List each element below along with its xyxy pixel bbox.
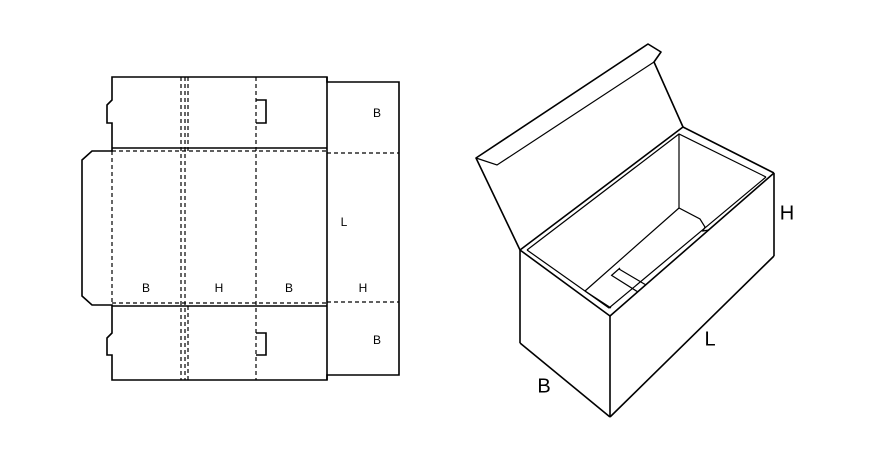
assembled-box: H L B xyxy=(475,43,794,418)
panel-label-h2: H xyxy=(359,281,368,295)
box-bottom-b-edge xyxy=(519,342,611,418)
panel-label-b2: B xyxy=(285,281,293,295)
box-bottom-l-edge xyxy=(609,255,775,418)
flat-outline xyxy=(81,76,400,381)
dimension-label-h: H xyxy=(780,202,794,224)
lock-tab-bottom xyxy=(256,332,267,356)
box-inner-floor xyxy=(584,207,710,292)
lid-front-lip xyxy=(475,61,655,166)
box-lid xyxy=(475,43,684,251)
side-label-l: L xyxy=(341,215,348,229)
box-inner-flap xyxy=(584,290,612,309)
panel-label-b1: B xyxy=(142,281,150,295)
box-back-rim xyxy=(519,126,775,251)
dimension-label-l: L xyxy=(704,328,715,350)
box-front-rim-inner xyxy=(526,176,767,309)
lock-tab-top xyxy=(256,99,267,124)
flap-label-bottom: B xyxy=(373,333,381,347)
box-inner-divider xyxy=(610,267,647,293)
panel-label-h1: H xyxy=(215,281,224,295)
dimension-label-b: B xyxy=(537,375,550,397)
flap-label-top: B xyxy=(373,106,381,120)
flat-layout: B L B H B H B xyxy=(81,76,400,381)
box-front-rim xyxy=(519,172,775,317)
